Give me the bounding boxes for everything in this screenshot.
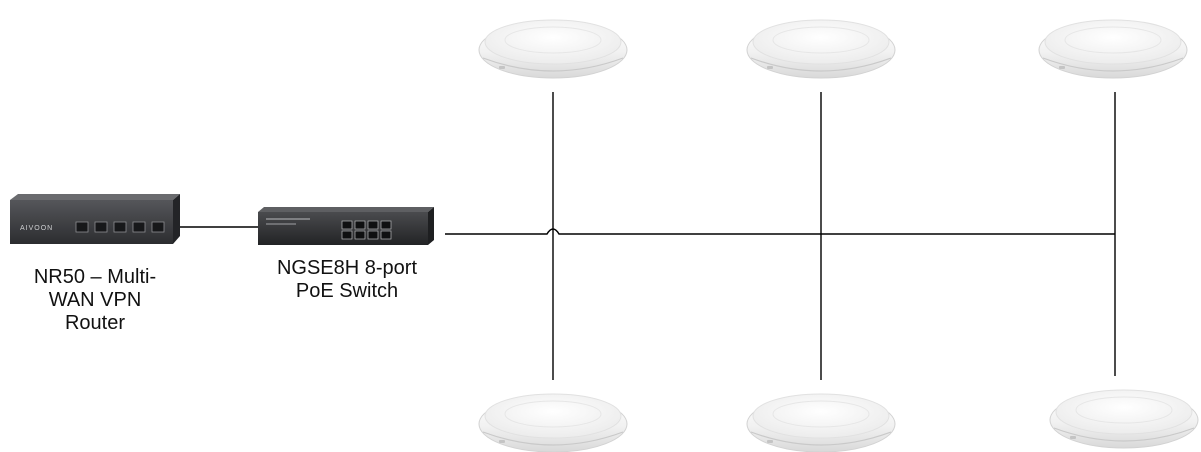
router-label-line: Router bbox=[64, 312, 126, 334]
access-point-icon bbox=[746, 393, 896, 452]
access-point-icon bbox=[478, 19, 628, 79]
switch-device bbox=[258, 207, 434, 245]
router-label: NR50 – Multi- WAN VPN Router bbox=[15, 266, 175, 335]
ap-bottom-3 bbox=[1049, 389, 1199, 449]
access-point-icon bbox=[478, 393, 628, 452]
access-point-icon bbox=[746, 19, 896, 79]
ap-top-2 bbox=[746, 19, 896, 79]
switch-label: NGSE8H 8-port PoE Switch bbox=[262, 257, 432, 303]
router-label-line: WAN VPN bbox=[48, 289, 142, 311]
router-device: AIVOON bbox=[10, 194, 180, 244]
ap-top-1 bbox=[478, 19, 628, 79]
switch-label-line: NGSE8H 8-port bbox=[276, 257, 418, 279]
switch-label-line: PoE Switch bbox=[295, 280, 399, 302]
ap-top-3 bbox=[1038, 19, 1188, 79]
ap-bottom-1 bbox=[478, 393, 628, 452]
ap-bottom-2 bbox=[746, 393, 896, 452]
backbone-cable bbox=[445, 228, 1115, 235]
router-brand-text: AIVOON bbox=[20, 225, 53, 232]
access-point-icon bbox=[1049, 389, 1199, 449]
connections bbox=[176, 92, 1116, 380]
access-point-icon bbox=[1038, 19, 1188, 79]
router-label-line: NR50 – Multi- bbox=[33, 266, 157, 288]
